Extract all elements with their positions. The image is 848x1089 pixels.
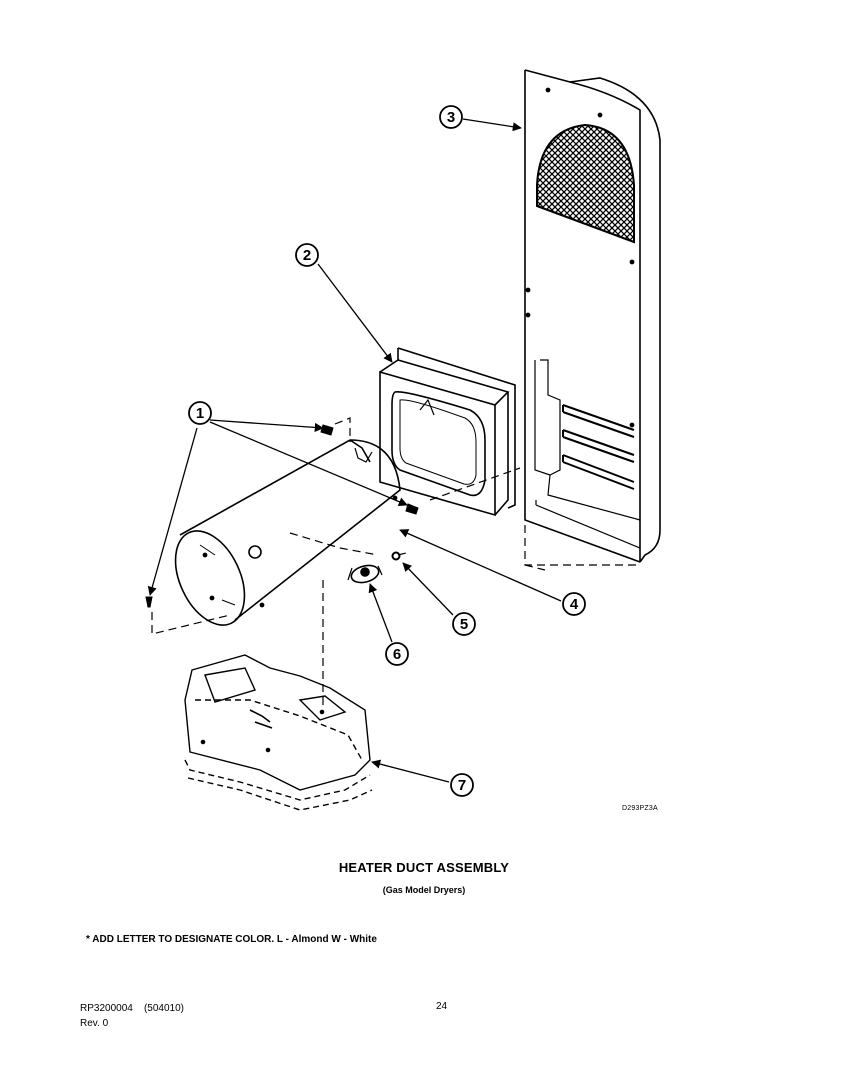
callout-label: 3: [447, 109, 455, 126]
page-title: HEATER DUCT ASSEMBLY: [338, 860, 510, 875]
heater-duct-diagram: 1 2 3 4 5 6 7: [145, 69, 661, 811]
footer-part-line: RP3200004 (504010): [80, 1001, 184, 1016]
callout-6: 6: [385, 642, 409, 666]
part-number: RP3200004: [80, 1003, 133, 1014]
drawing-code: D293PZ3A: [622, 805, 658, 812]
leader-lines: [147, 118, 562, 783]
callout-7: 7: [450, 773, 474, 797]
heater-box: [379, 347, 516, 517]
callout-label: 2: [303, 247, 311, 264]
callout-4: 4: [562, 592, 586, 616]
callout-label: 1: [196, 405, 204, 422]
burner-assembly: [184, 654, 373, 811]
callout-label: 4: [570, 596, 579, 613]
revision: Rev. 0: [80, 1018, 109, 1029]
callout-label: 5: [460, 616, 468, 633]
callout-3: 3: [439, 105, 463, 129]
alignment-lines: [151, 417, 521, 712]
page-subtitle: (Gas Model Dryers): [382, 885, 466, 895]
callout-label: 7: [458, 777, 466, 794]
heater-duct-cylinder: [174, 439, 401, 626]
callout-1: 1: [188, 401, 212, 425]
footer-info: RP3200004 (504010) Rev. 0: [80, 1001, 184, 1031]
part-code: (504010): [143, 1003, 184, 1014]
callout-5: 5: [452, 612, 476, 636]
page-number: 24: [436, 1001, 448, 1012]
rear-duct-panel: [524, 69, 661, 563]
callout-2: 2: [295, 243, 319, 267]
color-note: * ADD LETTER TO DESIGNATE COLOR. L - Alm…: [86, 934, 377, 945]
callout-label: 6: [393, 646, 401, 663]
thermostat: [347, 564, 383, 584]
